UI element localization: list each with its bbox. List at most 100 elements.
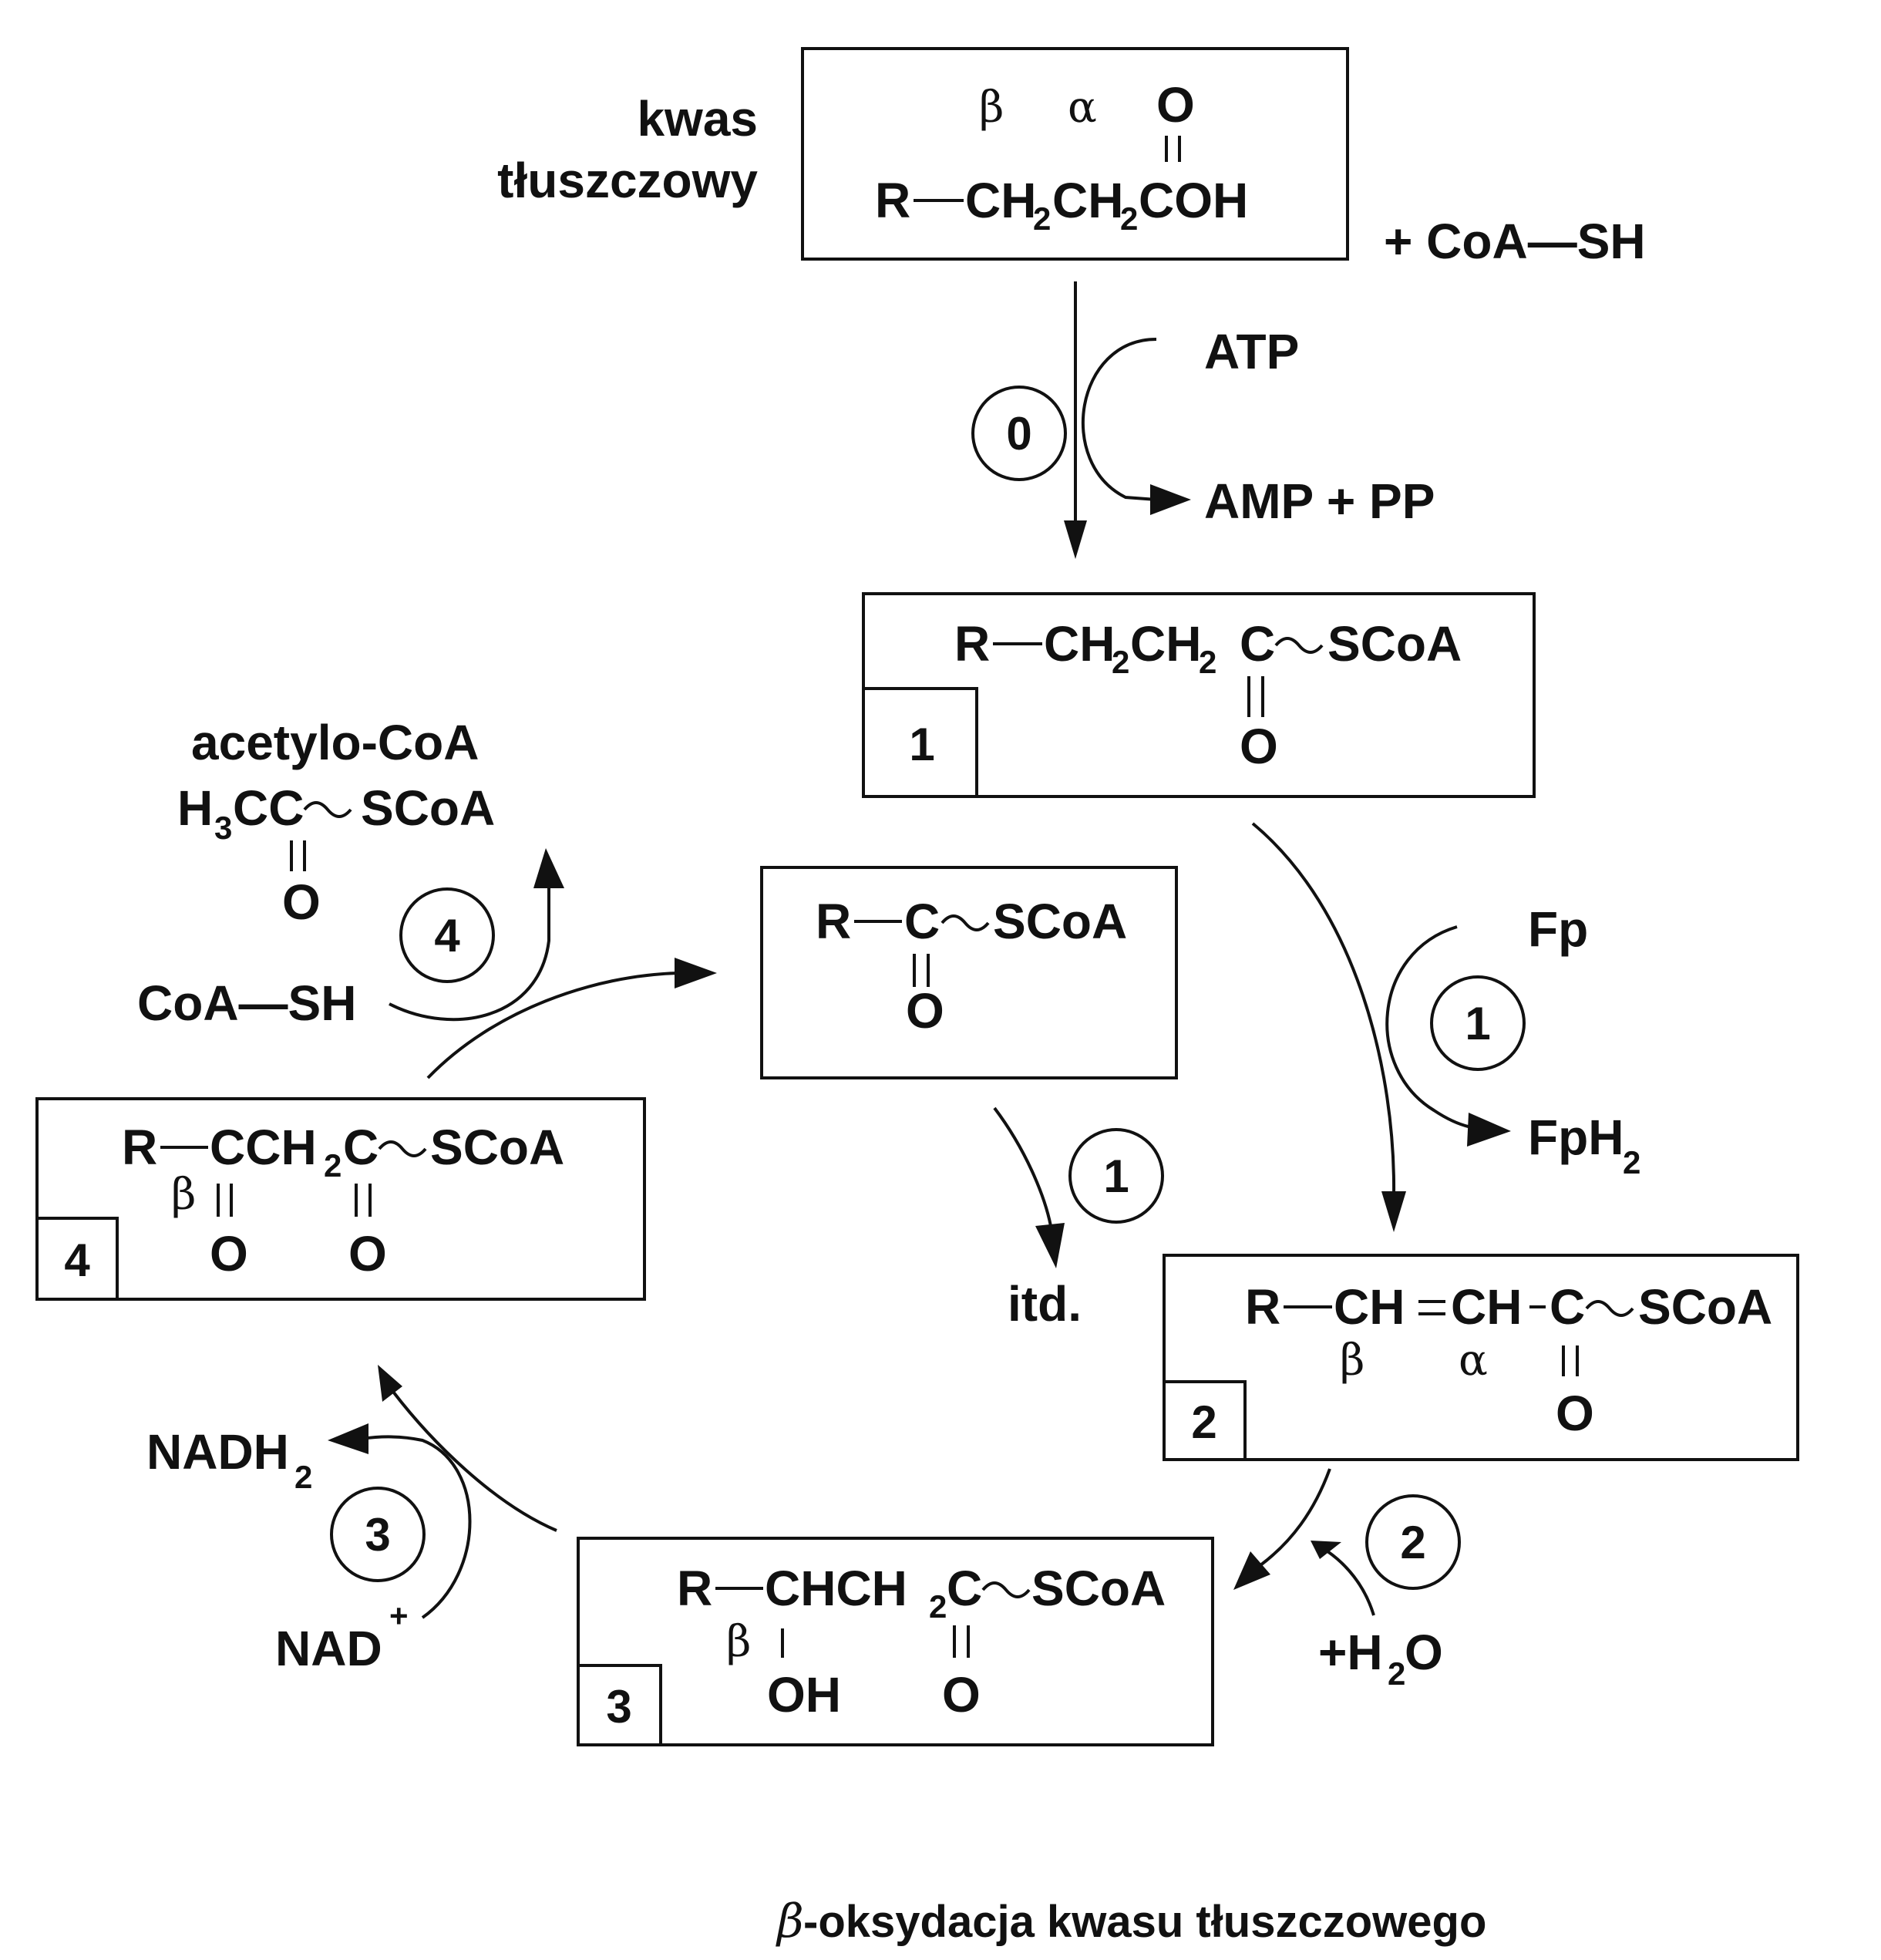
step-number-circle: [1365, 1494, 1461, 1590]
arrowhead: [1150, 484, 1191, 515]
step-number: 1: [1465, 998, 1490, 1049]
formula-r: R: [122, 1120, 157, 1175]
main-arrow-shaft: [1259, 1468, 1331, 1567]
formula-sub: 2: [929, 1588, 947, 1625]
water-subscript: 2: [1388, 1655, 1405, 1692]
side-arrow-curve: [362, 1435, 472, 1619]
formula-ch: CH: [965, 173, 1036, 228]
step0-activation: 0 ATP AMP + PP: [971, 281, 1435, 559]
fp-label: Fp: [1528, 901, 1588, 957]
shortened-acyl-coa-box: [760, 866, 1178, 1079]
formula-scoa: SCoA: [430, 1120, 564, 1175]
water-label: +H: [1318, 1625, 1383, 1680]
formula-cc: CC: [233, 780, 304, 836]
repeat-arrow: [993, 1106, 1052, 1227]
beta-label: β: [171, 1170, 196, 1220]
formula-ch: CH: [1130, 616, 1201, 672]
nad-superscript: +: [389, 1598, 409, 1634]
fatty-acid-label: kwas tłuszczowy: [497, 91, 758, 208]
thioester-bond: [378, 1140, 427, 1157]
shortened-acyl-coa-formula: R C SCoA O: [816, 894, 1127, 1039]
acetyl-coa-label: acetylo-CoA: [191, 715, 479, 770]
step4-thiolysis: 4 CoA—SH acetylo-CoA H 3 CC SCoA O: [137, 715, 717, 1079]
formula-r: R: [816, 894, 851, 949]
beta-label: β: [726, 1617, 751, 1667]
carbonyl-oxygen: O: [348, 1226, 387, 1281]
compound-number: 1: [909, 719, 934, 770]
formula-c: C: [947, 1561, 982, 1616]
carbonyl-oxygen: O: [1556, 1386, 1594, 1441]
arrowhead: [1381, 1191, 1406, 1232]
coa-sh-reactant: + CoA—SH: [1384, 214, 1646, 269]
formula-sub: 2: [1120, 200, 1138, 237]
ketoacyl-coa-box: [35, 1097, 646, 1301]
formula-coh: COH: [1139, 173, 1248, 228]
nad-label: NAD: [275, 1621, 382, 1676]
step-number: 2: [1400, 1517, 1425, 1568]
side-arrow-curve: [1081, 338, 1157, 501]
hydroxyacyl-coa-formula: R CHCH 2 C SCoA β OH O: [677, 1561, 1166, 1723]
thioester-bond: [1274, 637, 1324, 654]
formula-scoa: SCoA: [993, 894, 1127, 949]
arrowhead: [378, 1365, 402, 1402]
carbonyl-oxygen: O: [1240, 719, 1278, 774]
step-number-circle: [1068, 1128, 1164, 1224]
acyl-coa-formula: R CH 2 CH 2 C SCoA O: [954, 616, 1462, 774]
formula-c: C: [1550, 1279, 1585, 1335]
formula-ch: CH: [1052, 173, 1123, 228]
fatty-acid-box: [801, 47, 1349, 261]
hydroxyacyl-coa-box: [577, 1537, 1214, 1746]
step-number: 3: [365, 1509, 390, 1561]
title-beta: β: [776, 1894, 804, 1948]
thioester-bond: [1585, 1300, 1634, 1317]
compound-number-box: [577, 1664, 662, 1746]
fph2-subscript: 2: [1623, 1144, 1640, 1180]
title-text: -oksydacja kwasu tłuszczowego: [803, 1897, 1486, 1947]
step1-dehydrogenation: 1 Fp FpH 2: [1251, 822, 1640, 1232]
formula-scoa: SCoA: [1031, 1561, 1166, 1616]
arrowhead: [1233, 1551, 1270, 1590]
formula-c: C: [343, 1120, 379, 1175]
formula-r: R: [954, 616, 990, 672]
compound-number: 4: [64, 1234, 90, 1286]
compound-number: 3: [606, 1681, 631, 1733]
thioester-bond: [940, 914, 990, 931]
coa-sh-label: CoA—SH: [137, 975, 356, 1031]
formula-sub: 3: [214, 810, 232, 846]
beta-label: β: [979, 83, 1004, 133]
arrowhead: [1064, 520, 1087, 559]
carbonyl-oxygen: O: [1156, 77, 1195, 133]
formula-sub: 2: [1033, 200, 1051, 237]
water-label-end: O: [1405, 1625, 1443, 1680]
step3-oxidation: 3 NAD + NADH 2: [146, 1365, 557, 1676]
formula-scoa: SCoA: [1638, 1279, 1772, 1335]
hydroxyl-group: OH: [767, 1667, 841, 1723]
arrowhead: [328, 1423, 368, 1454]
step-number: 4: [434, 910, 460, 961]
main-arrow-shaft: [426, 972, 679, 1079]
repeat-cycle: 1 itd.: [993, 1106, 1164, 1332]
step-number-circle: [1430, 975, 1526, 1071]
formula-h: H: [177, 780, 213, 836]
formula-r: R: [1245, 1279, 1280, 1335]
main-arrow-shaft: [1251, 822, 1396, 1196]
itd-label: itd.: [1008, 1276, 1082, 1332]
carbonyl-oxygen: O: [210, 1226, 248, 1281]
fatty-acid-label-line1: kwas: [637, 91, 758, 146]
thioester-bond: [981, 1581, 1031, 1598]
formula-cch: CCH: [210, 1120, 317, 1175]
main-arrow-shaft: [392, 1390, 557, 1532]
side-arrow-curve: [389, 887, 550, 1022]
formula-chch: CHCH: [765, 1561, 907, 1616]
formula-c: C: [1240, 616, 1275, 672]
arrowhead: [675, 958, 717, 988]
compound-number-box: [862, 687, 978, 798]
carbonyl-oxygen: O: [942, 1667, 981, 1723]
amp-pp-label: AMP + PP: [1204, 473, 1435, 529]
fph2-label: FpH: [1528, 1110, 1624, 1165]
enoyl-coa-formula: R CH CH C SCoA β α O: [1245, 1279, 1772, 1441]
formula-ch: CH: [1451, 1279, 1522, 1335]
arrowhead: [1035, 1223, 1065, 1268]
step-number-circle: [399, 887, 495, 983]
